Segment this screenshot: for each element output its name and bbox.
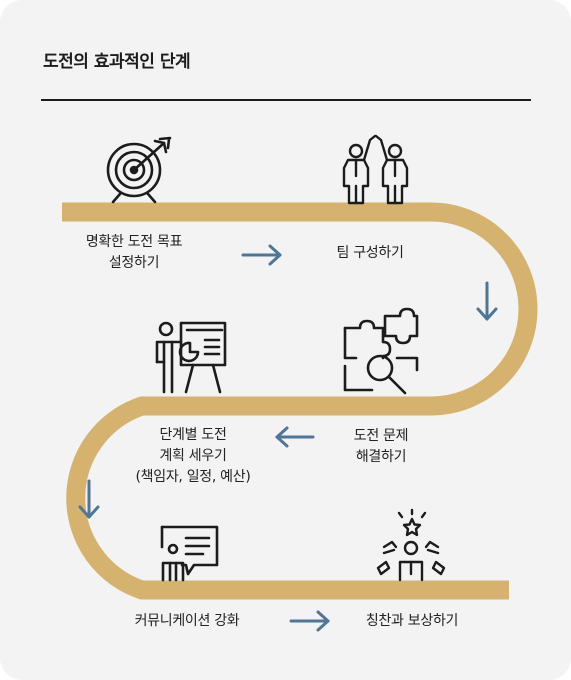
title-divider [41, 99, 531, 101]
arrow-left-1 [275, 426, 315, 448]
step-6-label: 칭찬과 보상하기 [365, 613, 459, 629]
step-2-label: 팀 구성하기 [336, 245, 404, 261]
step-3-label: 도전 문제 해결하기 [353, 428, 409, 465]
presentation-board-icon [155, 321, 227, 394]
arrow-right-1 [241, 244, 282, 266]
diagram-title: 도전의 효과적인 단계 [43, 52, 191, 72]
applause-star-icon [376, 508, 446, 582]
puzzle-magnifier-icon [343, 307, 419, 395]
winding-road [62, 202, 538, 600]
team-high-five-icon [342, 134, 409, 205]
step-1-label: 명확한 도전 목표 설정하기 [85, 234, 183, 271]
arrow-down-1 [476, 281, 498, 321]
speech-bubble-person-icon [160, 525, 219, 582]
target-icon [106, 136, 172, 204]
arrow-down-2 [78, 479, 100, 519]
step-4-label: 단계별 도전 계획 세우기 (책임자, 일정, 예산) [135, 427, 251, 485]
arrow-right-2 [289, 610, 330, 632]
step-5-label: 커뮤니케이션 강화 [134, 613, 240, 629]
